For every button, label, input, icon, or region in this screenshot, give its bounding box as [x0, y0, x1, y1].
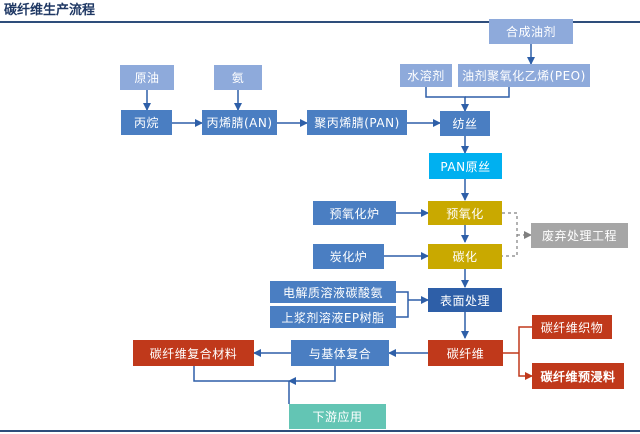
top-rule: [0, 21, 640, 23]
node-water-solvent: 水溶剂: [400, 64, 452, 87]
bottom-rule: [0, 430, 640, 432]
node-propylene: 丙烷: [121, 110, 172, 135]
node-composite-material: 碳纤维复合材料: [133, 340, 254, 366]
page-title: 碳纤维生产流程: [4, 3, 96, 18]
node-carbon-prepreg: 碳纤维预浸料: [532, 363, 624, 389]
node-pan: 聚丙烯腈(PAN): [307, 110, 407, 135]
arrow-waste-dashed: [502, 212, 531, 257]
node-acrylonitrile: 丙烯腈(AN): [202, 110, 277, 135]
node-matrix-composite: 与基体复合: [291, 340, 389, 366]
node-electrolyte: 电解质溶液碳酸氨: [270, 281, 396, 303]
node-downstream: 下游应用: [289, 404, 386, 429]
arrow-electrolyte-sizing: [396, 291, 428, 318]
node-sizing: 上浆剂溶液EP树脂: [270, 306, 396, 328]
node-synthetic-oil: 合成油剂: [489, 19, 573, 44]
arrow-fiber-branches: [503, 326, 532, 376]
node-carbon-fiber: 碳纤维: [428, 340, 503, 366]
node-oil-peo: 油剂聚氧化乙烯(PEO): [458, 64, 590, 87]
arrow-peo-spinning: [465, 87, 510, 98]
node-waste-gas: 废弃处理工程: [531, 223, 628, 248]
node-pre-oxidation-furnace: 预氧化炉: [313, 201, 396, 225]
arrow-composite-downstream: [193, 366, 336, 404]
node-carbon-fabric: 碳纤维织物: [532, 315, 612, 339]
node-carbonization: 碳化: [428, 244, 502, 269]
node-carbonization-furnace: 炭化炉: [313, 244, 384, 269]
node-crude-oil: 原油: [120, 65, 174, 90]
node-spinning: 纺丝: [440, 111, 490, 136]
node-ammonia: 氨: [214, 65, 262, 90]
node-pre-oxidation: 预氧化: [428, 201, 502, 225]
node-surface-treatment: 表面处理: [428, 288, 502, 312]
node-pan-precursor: PAN原丝: [429, 153, 502, 179]
arrow-water-spinning: [425, 87, 469, 112]
